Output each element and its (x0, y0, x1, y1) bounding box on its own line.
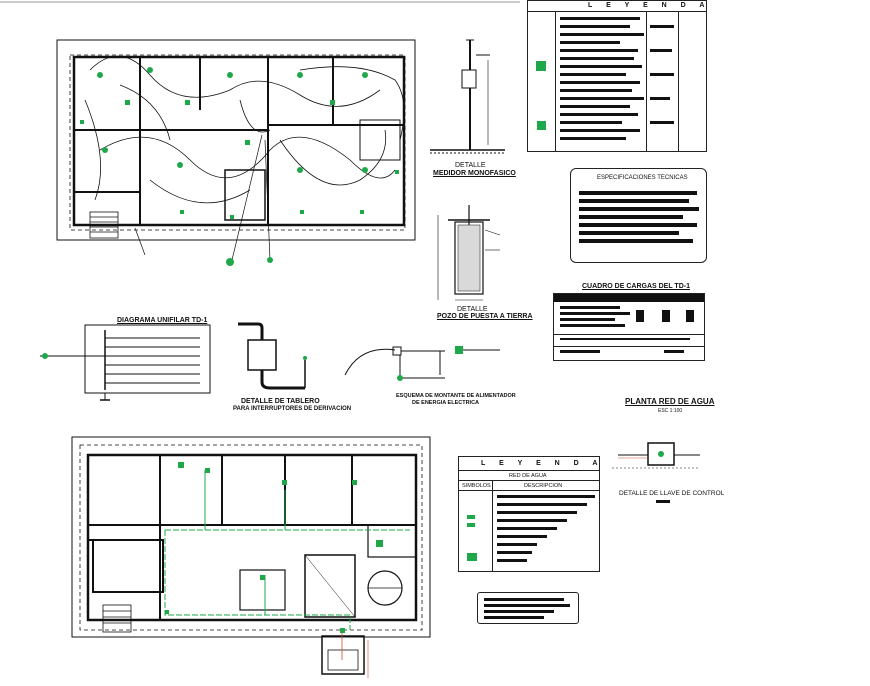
feeder-scheme-drawing (344, 346, 500, 381)
legend-water-col-symbols: SIMBOLOS (462, 483, 491, 489)
technical-specs-box: ESPECIFICACIONES TECNICAS (570, 168, 707, 263)
panel-box-drawing (238, 322, 307, 390)
legend-electrical: L E Y E N D A (527, 0, 707, 152)
load-table-title: CUADRO DE CARGAS DEL TD-1 (582, 283, 690, 290)
feeder-line2: DE ENERGIA ELECTRICA (412, 400, 480, 406)
meter-detail-subtitle: MEDIDOR MONOFASICO (433, 170, 516, 177)
feeder-line1: ESQUEMA DE MONTANTE DE ALIMENTADOR (396, 393, 516, 399)
water-plan-scale: ESC 1:100 (658, 408, 683, 414)
legend-water-title: L E Y E N D A (481, 460, 604, 467)
electrical-floor-plan (56, 39, 416, 261)
water-symbols (165, 462, 383, 633)
water-plan-title: PLANTA RED DE AGUA (625, 397, 715, 406)
legend-electrical-title: L E Y E N D A (588, 2, 711, 9)
load-table (553, 293, 705, 361)
legend-water-col-description: DESCRIPCION (524, 483, 563, 489)
ground-detail-title: DETALLE (457, 306, 488, 313)
legend-water-subtitle: RED DE AGUA (509, 473, 547, 479)
meter-detail-drawing (430, 39, 505, 154)
electrical-symbols (80, 67, 399, 266)
meter-detail-title: DETALLE (455, 162, 486, 169)
ground-detail-subtitle: POZO DE PUESTA A TIERRA (437, 313, 533, 320)
water-floor-plan (71, 436, 431, 678)
single-line-title: DIAGRAMA UNIFILAR TD-1 (117, 317, 208, 324)
valve-detail-title: DETALLE DE LLAVE DE CONTROL (619, 490, 725, 497)
water-notes-box (477, 592, 579, 624)
single-line-diagram-drawing (40, 324, 211, 401)
technical-specs-title: ESPECIFICACIONES TECNICAS (597, 175, 688, 181)
legend-water: L E Y E N D A RED DE AGUA SIMBOLOS DESCR… (458, 456, 600, 572)
valve-detail-drawing (612, 442, 700, 469)
box-detail-line1: DETALLE DE TABLERO (241, 398, 320, 405)
ground-pit-drawing (437, 205, 501, 301)
box-detail-line2: PARA INTERRUPTORES DE DERIVACION (233, 406, 352, 412)
